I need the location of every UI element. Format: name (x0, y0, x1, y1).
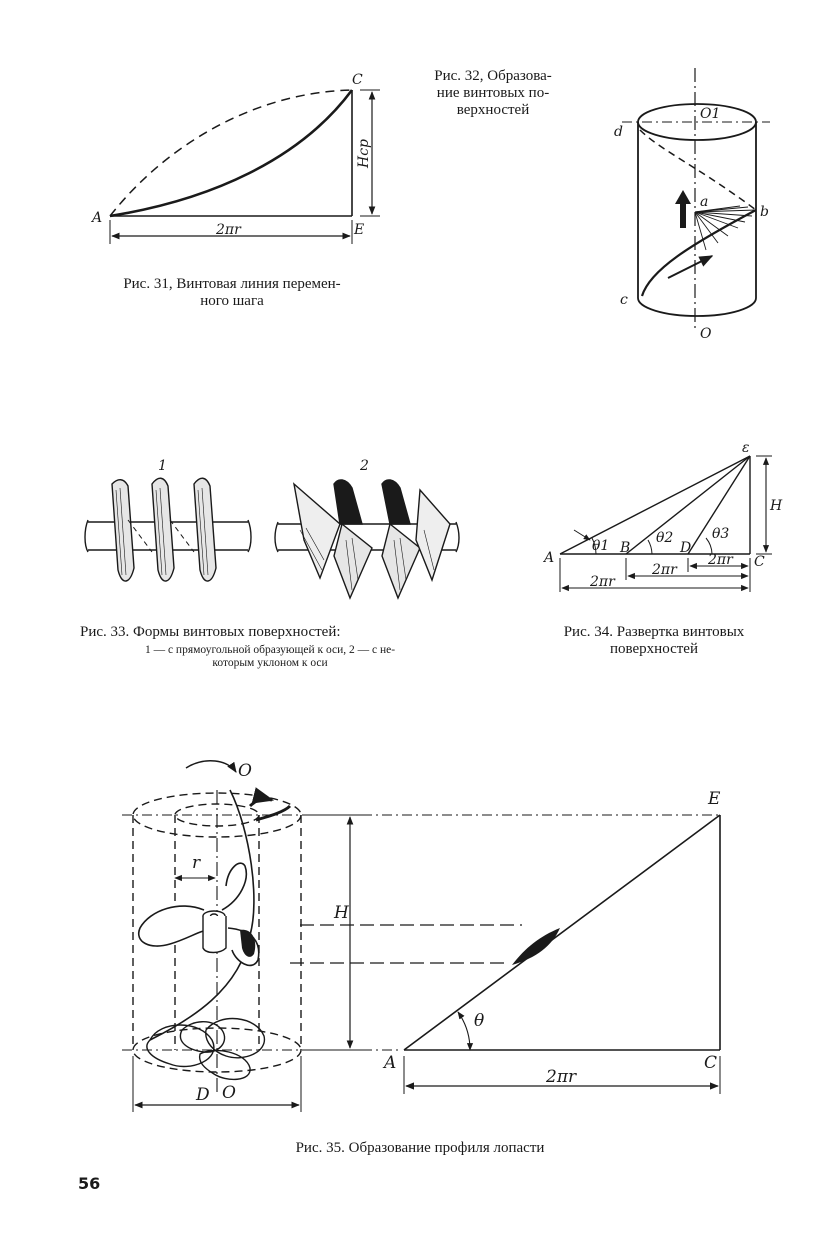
fig33-caption: Рис. 33. Формы винтовых поверхностей: (80, 624, 341, 640)
fig34-line-d (687, 455, 751, 555)
fig34-label-theta2: θ2 (656, 530, 673, 546)
fig35-development (306, 814, 721, 1094)
fig31-helix-curve (109, 89, 354, 218)
fig35-label-theta: θ (474, 1011, 484, 1031)
fig35-caption: Рис. 35. Образование профиля лопасти (295, 1140, 545, 1156)
fig32-label-a: a (700, 194, 708, 210)
fig35-label-o-bottom: O (222, 1083, 236, 1103)
fig35-label-c: C (704, 1053, 717, 1073)
fig33-subcaption: 1 — с прямоугольной образующей к оси, 2 … (144, 644, 396, 669)
fig34-label-2pir-2: 2πr (651, 562, 678, 578)
fig33-label-2: 2 (359, 458, 369, 474)
fig32-label-d: d (614, 124, 623, 140)
fig35-label-r: r (192, 853, 201, 873)
fig32-up-arrow (675, 190, 691, 228)
fig34-label-2pir-1: 2πr (589, 574, 616, 590)
fig34-label-c: C (754, 554, 765, 570)
fig34-label-b: B (619, 540, 630, 556)
fig34-line-a (559, 455, 751, 555)
fig35-blade-section (512, 928, 560, 965)
fig32-dashed-helix (639, 129, 757, 211)
fig35-label-base: 2πr (545, 1067, 577, 1087)
fig31-label-h: Hср (356, 139, 372, 169)
fig32-caption: Рис. 32, Образова- ние винтовых по- верх… (434, 68, 552, 118)
fig35-label-e: E (707, 789, 721, 809)
fig31-label-e: E (353, 222, 364, 238)
fig35-label-h: H (333, 903, 350, 923)
fig31-label-a: A (90, 210, 102, 226)
fig31-label-c: C (352, 72, 363, 88)
fig33-screw-2 (274, 479, 460, 600)
fig31-label-base: 2πr (215, 222, 242, 238)
fig32-label-c: c (620, 292, 628, 308)
fig34-label-d: D (679, 540, 691, 556)
fig33-label-1: 1 (158, 458, 167, 474)
page-number: 56 (78, 1174, 101, 1193)
fig32-front-helix (640, 209, 757, 297)
fig35-label-o-top: O (238, 761, 252, 781)
fig31-caption: Рис. 31, Винтовая линия перемен- ного ша… (123, 276, 341, 309)
fig34-diagram (559, 455, 772, 592)
fig34-label-h: H (769, 498, 783, 514)
fig32-label-o: O (700, 326, 712, 342)
fig33-screw-1 (84, 477, 252, 582)
fig35-cylinder (122, 760, 720, 1112)
fig32-label-b: b (760, 204, 769, 220)
fig31-dashed-arc (109, 89, 353, 217)
fig34-label-2pir-3: 2πr (707, 552, 734, 568)
fig32-cylinder (622, 68, 770, 330)
fig34-label-theta3: θ3 (712, 526, 729, 542)
fig31-diagram (109, 89, 380, 244)
fig34-label-a: A (542, 550, 554, 566)
fig35-label-d: D (195, 1085, 210, 1105)
fig35-label-a: A (382, 1053, 396, 1073)
fig32-label-o1: O1 (700, 106, 720, 122)
fig34-label-e: ε (742, 440, 750, 456)
fig34-label-theta1: θ1 (592, 538, 609, 554)
fig34-line-b (625, 455, 751, 555)
fig34-caption: Рис. 34. Развертка винтовых поверхностей (563, 624, 745, 657)
fig35-hypotenuse (403, 814, 721, 1051)
